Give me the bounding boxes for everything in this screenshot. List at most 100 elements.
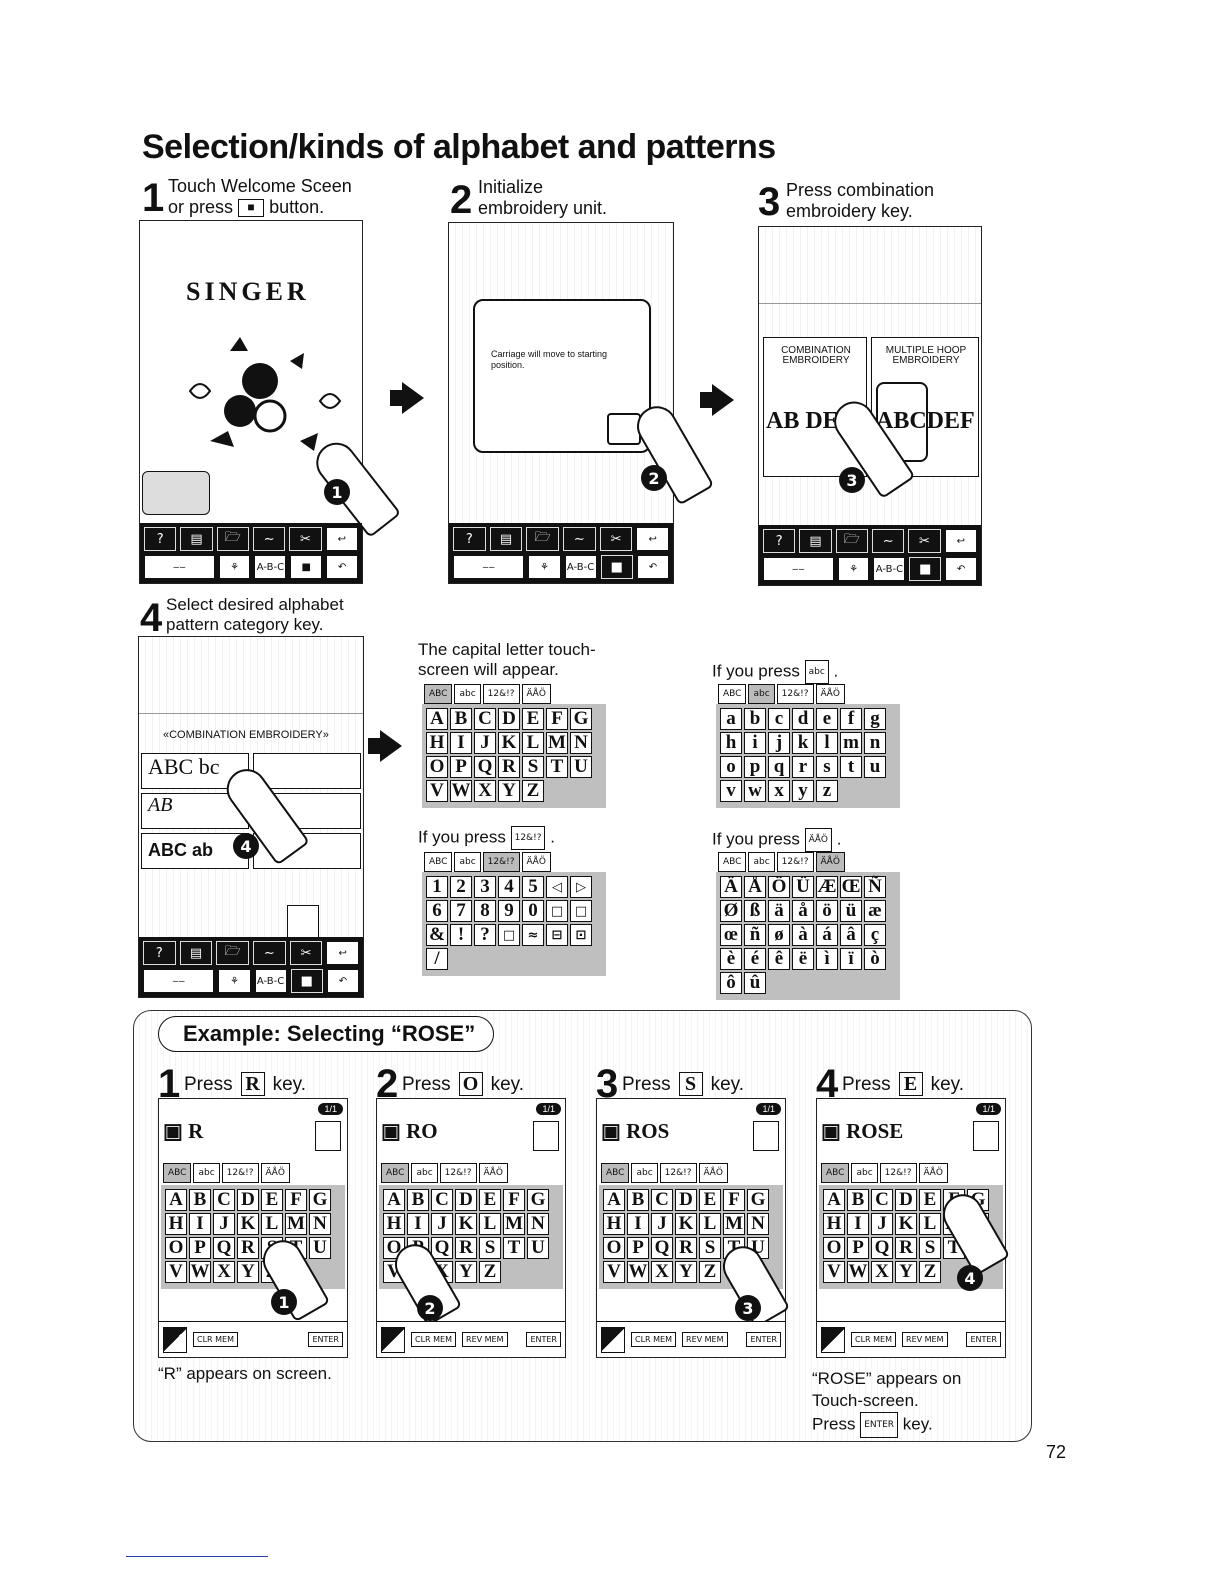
keyboard-key[interactable]: V bbox=[603, 1261, 625, 1283]
keyboard-key[interactable]: J bbox=[871, 1213, 893, 1235]
keyboard-key[interactable]: ø bbox=[768, 924, 790, 946]
keyboard-key[interactable]: C bbox=[474, 708, 496, 730]
clr-mem-button[interactable]: CLR MEM bbox=[193, 1332, 239, 1347]
keyboard-key[interactable]: Z bbox=[699, 1261, 721, 1283]
keyboard-key[interactable]: X bbox=[651, 1261, 673, 1283]
outline-category-button[interactable]: ABC ab bbox=[141, 833, 249, 869]
keyboard-key[interactable]: X bbox=[871, 1261, 893, 1283]
keyboard-key[interactable]: L bbox=[919, 1213, 941, 1235]
keyboard-key[interactable]: û bbox=[744, 972, 766, 994]
keyboard-key[interactable]: ü bbox=[840, 900, 862, 922]
help-button[interactable]: ? bbox=[763, 529, 796, 553]
keyboard-key[interactable]: 2 bbox=[450, 876, 472, 898]
keyboard-key[interactable]: L bbox=[479, 1213, 501, 1235]
keyboard-key[interactable]: & bbox=[426, 924, 448, 946]
keyboard-key[interactable]: Y bbox=[675, 1261, 697, 1283]
edit-icon[interactable] bbox=[381, 1326, 405, 1353]
keyboard-key[interactable]: D bbox=[498, 708, 520, 730]
keyboard-key[interactable]: 4 bbox=[498, 876, 520, 898]
keyboard-key[interactable]: 5 bbox=[522, 876, 544, 898]
keyboard-key[interactable]: G bbox=[570, 708, 592, 730]
keyboard-key[interactable]: I bbox=[627, 1213, 649, 1235]
needle-button[interactable]: ‒‒ bbox=[143, 969, 215, 993]
keyboard-key[interactable]: Q bbox=[431, 1237, 453, 1259]
keyboard-key[interactable]: Q bbox=[213, 1237, 235, 1259]
tab-upper[interactable]: ABC bbox=[718, 852, 747, 872]
keyboard-key[interactable]: 3 bbox=[474, 876, 496, 898]
rev-mem-button[interactable]: REV MEM bbox=[462, 1332, 508, 1347]
keyboard-key[interactable]: B bbox=[627, 1189, 649, 1211]
keyboard-key[interactable]: J bbox=[431, 1213, 453, 1235]
keyboard-key[interactable]: W bbox=[627, 1261, 649, 1283]
file-button[interactable]: ▤ bbox=[489, 527, 523, 551]
keyboard-key[interactable]: 7 bbox=[450, 900, 472, 922]
keyboard-key[interactable]: P bbox=[189, 1237, 211, 1259]
embroidery-unit-button[interactable]: ■ bbox=[600, 555, 633, 579]
keyboard-key[interactable]: ç bbox=[864, 924, 886, 946]
keyboard-key[interactable]: l bbox=[816, 732, 838, 754]
abc-button[interactable]: A-B-C bbox=[873, 557, 906, 581]
keyboard-key[interactable]: s bbox=[816, 756, 838, 778]
keyboard-key[interactable]: Z bbox=[522, 780, 544, 802]
keyboard-key[interactable]: I bbox=[847, 1213, 869, 1235]
needle-button[interactable]: ‒‒ bbox=[763, 557, 834, 581]
keyboard-key[interactable]: 0 bbox=[522, 900, 544, 922]
keyboard-key[interactable]: L bbox=[699, 1213, 721, 1235]
keyboard-key[interactable]: C bbox=[213, 1189, 235, 1211]
keyboard-tab[interactable]: abc bbox=[631, 1163, 658, 1183]
keyboard-key[interactable]: œ bbox=[720, 924, 742, 946]
keyboard-key[interactable]: S bbox=[919, 1237, 941, 1259]
keyboard-key[interactable]: E bbox=[479, 1189, 501, 1211]
back-button[interactable]: ↶ bbox=[945, 557, 978, 581]
keyboard-key[interactable]: H bbox=[383, 1213, 405, 1235]
rev-mem-button[interactable]: REV MEM bbox=[682, 1332, 728, 1347]
keyboard-key[interactable]: D bbox=[455, 1189, 477, 1211]
memory-icon[interactable] bbox=[973, 1121, 999, 1151]
keyboard-key[interactable]: U bbox=[527, 1237, 549, 1259]
keyboard-key[interactable]: Z bbox=[479, 1261, 501, 1283]
keyboard-key[interactable]: J bbox=[474, 732, 496, 754]
keyboard-key[interactable]: Y bbox=[498, 780, 520, 802]
keyboard-key[interactable]: ≈ bbox=[522, 924, 544, 946]
keyboard-key[interactable]: R bbox=[895, 1237, 917, 1259]
enter-button[interactable]: ENTER bbox=[966, 1332, 1001, 1347]
keyboard-key[interactable]: å bbox=[792, 900, 814, 922]
file-button[interactable]: ▤ bbox=[799, 529, 832, 553]
keyboard-key[interactable]: i bbox=[744, 732, 766, 754]
needle-button[interactable]: ‒‒ bbox=[453, 555, 525, 579]
keyboard-key[interactable]: Z bbox=[919, 1261, 941, 1283]
keyboard-key[interactable]: L bbox=[261, 1213, 283, 1235]
keyboard-key[interactable]: M bbox=[723, 1213, 745, 1235]
keyboard-tab[interactable]: ABC bbox=[381, 1163, 410, 1183]
keyboard-key[interactable]: N bbox=[747, 1213, 769, 1235]
clr-mem-button[interactable]: CLR MEM bbox=[411, 1332, 457, 1347]
keyboard-key[interactable]: F bbox=[285, 1189, 307, 1211]
folder-icon[interactable]: 🗁 bbox=[835, 529, 868, 553]
keyboard-key[interactable]: e bbox=[816, 708, 838, 730]
embroidery-unit-button[interactable]: ■ bbox=[290, 555, 323, 579]
keyboard-key[interactable]: G bbox=[527, 1189, 549, 1211]
keyboard-key[interactable]: C bbox=[651, 1189, 673, 1211]
keyboard-key[interactable]: t bbox=[840, 756, 862, 778]
enter-button[interactable]: ENTER bbox=[308, 1332, 343, 1347]
keyboard-tab[interactable]: ABC bbox=[163, 1163, 192, 1183]
keyboard-key[interactable]: Q bbox=[651, 1237, 673, 1259]
keyboard-key[interactable]: U bbox=[570, 756, 592, 778]
keyboard-key[interactable]: I bbox=[189, 1213, 211, 1235]
keyboard-key[interactable]: Q bbox=[474, 756, 496, 778]
keyboard-key[interactable]: J bbox=[651, 1213, 673, 1235]
return-button[interactable]: ↩ bbox=[636, 527, 670, 551]
tab-lower[interactable]: abc bbox=[748, 684, 775, 704]
keyboard-key[interactable]: A bbox=[383, 1189, 405, 1211]
keyboard-key[interactable]: S bbox=[479, 1237, 501, 1259]
keyboard-key[interactable]: ◁ bbox=[546, 876, 568, 898]
keyboard-tab[interactable]: abc bbox=[411, 1163, 438, 1183]
keyboard-tab[interactable]: 12&!? bbox=[221, 1163, 259, 1183]
keyboard-key[interactable]: T bbox=[546, 756, 568, 778]
edit-icon[interactable] bbox=[601, 1326, 625, 1353]
keyboard-key[interactable]: O bbox=[165, 1237, 187, 1259]
keyboard-key[interactable]: Ø bbox=[720, 900, 742, 922]
keyboard-key[interactable]: F bbox=[723, 1189, 745, 1211]
embroidery-unit-button[interactable]: ■ bbox=[290, 969, 323, 993]
enter-button[interactable]: ENTER bbox=[746, 1332, 781, 1347]
